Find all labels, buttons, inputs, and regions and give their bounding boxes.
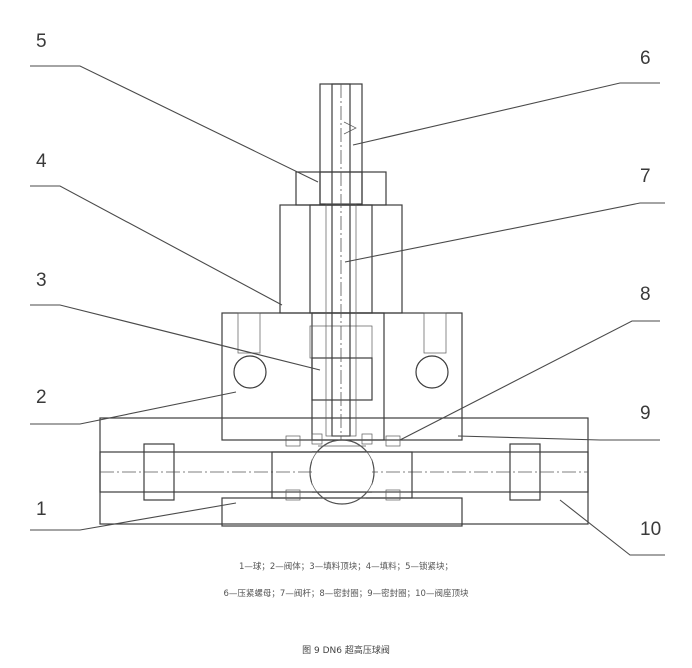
label-8: 8 [640, 284, 651, 305]
figure-caption: 图 9 DN6 超高压球阀 [302, 646, 390, 656]
label-3: 3 [36, 270, 47, 291]
legend-line-2: 6—压紧螺母；7—阀杆；8—密封圈；9—密封圈；10—阀座顶块 [223, 589, 469, 599]
label-6: 6 [640, 48, 651, 69]
label-7: 7 [640, 166, 651, 187]
label-5: 5 [36, 31, 47, 52]
part-labels: 5 6 4 7 3 8 2 9 1 10 [36, 31, 661, 540]
ball [309, 439, 375, 505]
stem [319, 83, 363, 440]
leader-lines [30, 65, 665, 556]
label-9: 9 [640, 403, 651, 424]
valve-body [221, 312, 463, 441]
seal-rings [285, 433, 401, 501]
label-1: 1 [36, 499, 47, 520]
legend-line-1: 1—球；2—阀体；3—填料顶块；4—填料；5—锁紧块； [238, 562, 454, 572]
label-2: 2 [36, 387, 47, 408]
label-10: 10 [640, 519, 661, 540]
label-4: 4 [36, 151, 47, 172]
